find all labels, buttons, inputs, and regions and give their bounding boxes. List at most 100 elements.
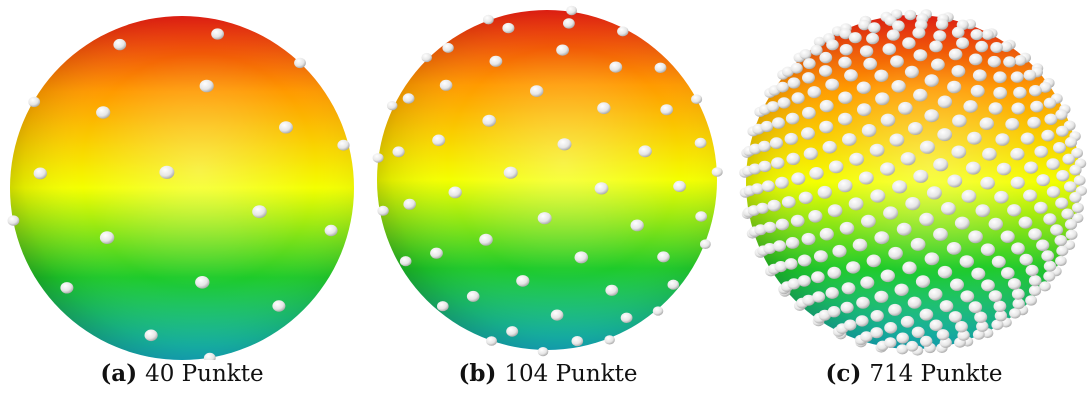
point-c [1061, 208, 1074, 220]
point-c [760, 120, 774, 133]
point-c [869, 143, 885, 157]
point-b [550, 309, 564, 321]
point-c [939, 300, 954, 313]
point-a [144, 329, 158, 342]
point-c [980, 243, 995, 256]
point-b [516, 275, 530, 287]
point-c [819, 51, 833, 64]
point-c [933, 158, 949, 172]
point-c [924, 74, 939, 87]
point-b [386, 101, 398, 111]
point-c [889, 133, 905, 147]
point-c [886, 29, 900, 41]
caption-a-text: 40 Punkte [145, 361, 264, 387]
point-c [933, 30, 947, 42]
point-c [1011, 288, 1025, 300]
point-c [1012, 298, 1025, 310]
point-c [813, 250, 828, 263]
point-c [772, 117, 785, 129]
point-b [432, 134, 446, 147]
caption-b-label: (b) [458, 360, 497, 387]
point-c [1065, 229, 1078, 240]
point-c [827, 306, 841, 318]
point-c [1043, 213, 1057, 225]
point-c [956, 37, 970, 49]
point-c [910, 237, 926, 251]
point-c [1020, 132, 1035, 145]
point-b [466, 290, 480, 302]
point-b [673, 180, 686, 192]
point-c [1014, 55, 1027, 66]
point-c [758, 140, 771, 152]
point-c [773, 240, 787, 252]
point-c [801, 127, 815, 140]
point-c [767, 199, 781, 212]
point-c [928, 288, 943, 301]
point-c [902, 261, 917, 275]
point-c [777, 97, 791, 109]
point-c [844, 69, 858, 82]
point-c [1036, 174, 1050, 187]
point-b [502, 22, 515, 34]
points-c [739, 9, 1087, 356]
point-b [652, 306, 664, 316]
point-c [756, 202, 769, 214]
point-c [1007, 204, 1022, 217]
point-c [781, 196, 796, 209]
point-c [787, 77, 801, 89]
point-c [919, 140, 935, 154]
point-c [924, 252, 940, 266]
point-c [920, 335, 933, 347]
point-a [113, 38, 127, 51]
point-c [884, 337, 897, 348]
point-c [1034, 145, 1048, 158]
point-c [913, 169, 929, 183]
point-c [880, 162, 895, 176]
point-b [430, 247, 443, 259]
point-c [766, 101, 780, 113]
point-c [803, 58, 816, 70]
point-c [996, 162, 1012, 176]
point-c [856, 81, 871, 94]
point-c [900, 315, 915, 328]
point-c [990, 42, 1003, 53]
point-b [638, 145, 652, 158]
point-b [695, 211, 708, 222]
point-c [929, 319, 943, 332]
point-c [1024, 161, 1039, 174]
point-b [654, 62, 667, 73]
point-c [1046, 186, 1061, 198]
point-c [951, 65, 966, 78]
point-b [372, 153, 384, 163]
point-c [965, 161, 981, 175]
point-c [786, 152, 801, 165]
point-c [819, 227, 834, 241]
point-c [763, 243, 776, 254]
point-c [905, 197, 921, 211]
point-c [947, 80, 962, 94]
point-a [96, 106, 111, 119]
point-c [1003, 56, 1016, 68]
point-c [774, 261, 788, 273]
point-c [808, 210, 823, 223]
point-a [252, 205, 267, 219]
point-c [947, 174, 963, 188]
point-b [442, 42, 454, 53]
point-a [203, 352, 216, 360]
point-a [60, 282, 74, 294]
point-b [421, 52, 432, 63]
point-b [557, 138, 572, 151]
point-b [399, 256, 412, 267]
point-b [448, 186, 462, 199]
point-c [888, 246, 903, 260]
point-c [950, 278, 964, 291]
point-c [825, 287, 839, 299]
point-c [902, 37, 916, 50]
point-c [936, 329, 950, 341]
point-c [837, 179, 853, 193]
point-c [926, 186, 942, 200]
point-c [1055, 109, 1068, 121]
point-a [195, 276, 210, 289]
point-c [761, 180, 775, 192]
point-c [960, 290, 975, 303]
